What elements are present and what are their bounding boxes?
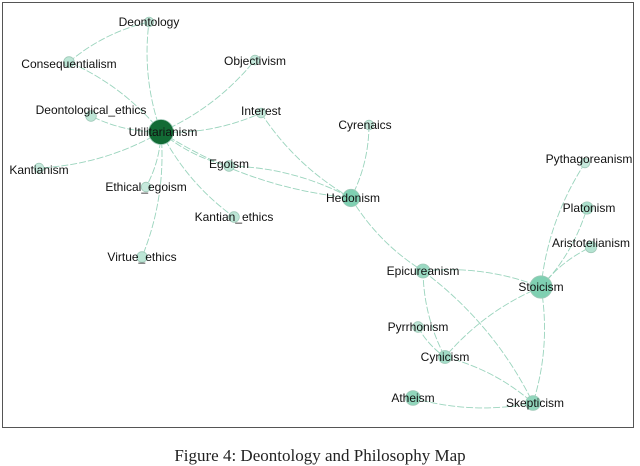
- node-label-platonism: Platonism: [563, 201, 616, 215]
- node-virtue-ethics[interactable]: [136, 251, 148, 263]
- node-deontological-ethics[interactable]: [85, 110, 97, 122]
- node-pyrrhonism[interactable]: [412, 321, 424, 333]
- edge-epicureanism-skepticism: [422, 270, 534, 404]
- node-layer: [33, 16, 598, 411]
- node-platonism[interactable]: [580, 201, 594, 215]
- edge-consequentialism-deontology: [68, 21, 150, 63]
- node-deontology[interactable]: [143, 16, 155, 28]
- node-label-skepticism: Skepticism: [506, 396, 564, 410]
- node-label-kantianism: Kantianism: [9, 163, 68, 177]
- node-label-stoicism: Stoicism: [518, 280, 563, 294]
- edge-atheism-skepticism: [412, 397, 534, 409]
- node-label-aristotelianism: Aristotelianism: [552, 236, 630, 250]
- figure-caption: Figure 4: Deontology and Philosophy Map: [174, 446, 466, 465]
- node-label-kantian-ethics: Kantian_ethics: [195, 210, 274, 224]
- node-label-epicureanism: Epicureanism: [387, 264, 460, 278]
- edge-hedonism-epicureanism: [350, 197, 424, 272]
- node-label-consequentialism: Consequentialism: [21, 57, 116, 71]
- node-skepticism[interactable]: [525, 395, 541, 411]
- node-label-pythagoreanism: Pythagoreanism: [546, 152, 633, 166]
- node-label-egoism: Egoism: [209, 157, 249, 171]
- node-label-hedonism: Hedonism: [326, 191, 380, 205]
- node-interest[interactable]: [255, 107, 267, 119]
- node-label-ethical-egoism: Ethical_egoism: [105, 180, 186, 194]
- edge-layer: [38, 21, 592, 409]
- edge-stoicism-pythagoreanism: [540, 162, 586, 288]
- edge-stoicism-skepticism: [532, 286, 545, 404]
- node-label-cynicism: Cynicism: [421, 350, 470, 364]
- edge-utilitarianism-hedonism: [160, 131, 352, 199]
- node-cyrenaics[interactable]: [363, 119, 375, 131]
- edge-utilitarianism-kantianism: [38, 131, 162, 169]
- node-kantianism[interactable]: [33, 162, 45, 174]
- edge-interest-hedonism: [260, 112, 352, 199]
- node-label-atheism: Atheism: [391, 391, 434, 405]
- node-ethical-egoism[interactable]: [140, 181, 152, 193]
- node-label-deontological-ethics: Deontological_ethics: [36, 103, 147, 117]
- node-label-utilitarianism: Utilitarianism: [129, 125, 198, 139]
- edge-cyrenaics-hedonism: [350, 124, 370, 199]
- node-pythagoreanism[interactable]: [579, 157, 591, 169]
- edge-utilitarianism-consequentialism: [68, 61, 162, 133]
- edge-epicureanism-stoicism: [422, 269, 542, 288]
- edge-cynicism-skepticism: [444, 356, 534, 404]
- node-label-deontology: Deontology: [119, 15, 180, 29]
- node-label-pyrrhonism: Pyrrhonism: [388, 320, 449, 334]
- node-kantian-ethics[interactable]: [228, 211, 240, 223]
- node-label-interest: Interest: [241, 104, 282, 118]
- node-egoism[interactable]: [223, 160, 235, 172]
- edge-stoicism-cynicism: [444, 286, 542, 358]
- edge-egoism-hedonism: [228, 165, 352, 199]
- edge-utilitarianism-deontology: [146, 21, 162, 133]
- node-hedonism[interactable]: [341, 188, 361, 208]
- node-utilitarianism[interactable]: [148, 119, 174, 145]
- node-label-virtue-ethics: Virtue_ethics: [107, 250, 176, 264]
- node-label-objectivism: Objectivism: [224, 54, 286, 68]
- node-epicureanism[interactable]: [415, 263, 431, 279]
- edge-utilitarianism-kantian-ethics: [160, 131, 235, 218]
- node-stoicism[interactable]: [529, 275, 553, 299]
- node-cynicism[interactable]: [438, 350, 452, 364]
- node-consequentialism[interactable]: [63, 56, 75, 68]
- node-atheism[interactable]: [405, 390, 421, 406]
- node-objectivism[interactable]: [249, 54, 261, 66]
- edge-utilitarianism-virtue-ethics: [141, 131, 163, 258]
- node-label-cyrenaics: Cyrenaics: [338, 118, 391, 132]
- node-aristotelianism[interactable]: [584, 240, 598, 254]
- edge-epicureanism-cynicism: [422, 270, 446, 358]
